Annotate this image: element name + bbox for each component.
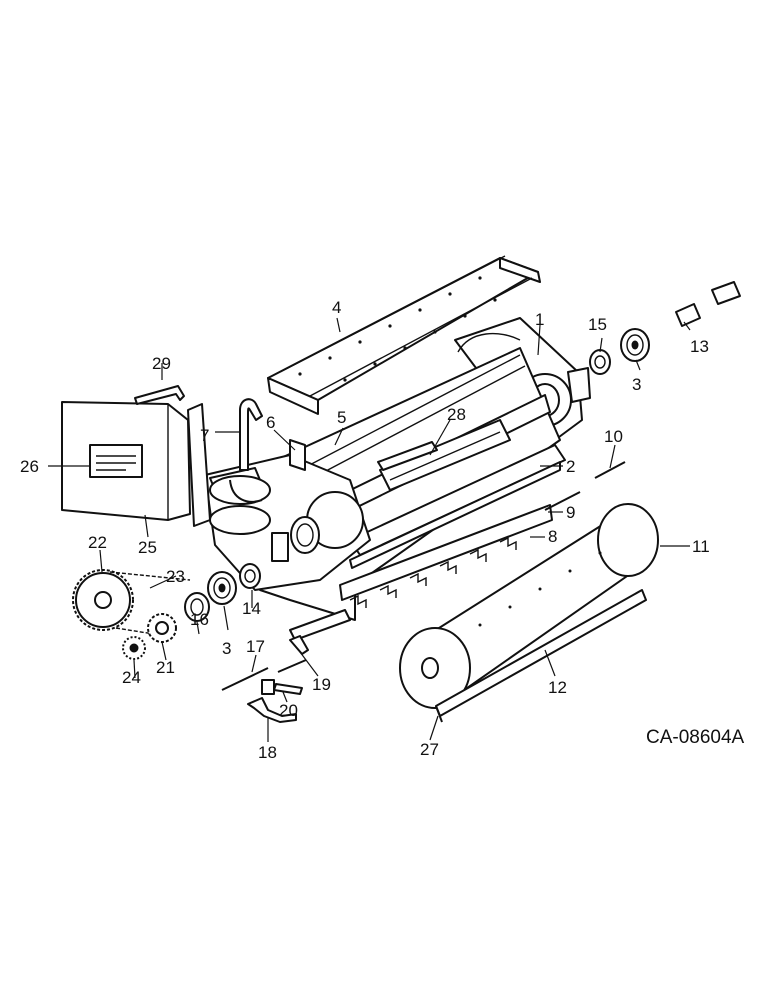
coupler-part — [675, 281, 741, 327]
callout-20: 20 — [279, 701, 298, 720]
bushing-right-part — [589, 349, 611, 375]
leader-lines — [48, 317, 691, 742]
callout-21: 21 — [156, 658, 175, 677]
callout-15: 15 — [588, 315, 607, 334]
bushing-left-part — [239, 563, 261, 589]
bearing-left-part — [207, 571, 237, 605]
large-sprocket-part — [72, 569, 134, 631]
callout-7: 7 — [200, 426, 209, 445]
rod-part-9 — [544, 491, 581, 511]
callout-6: 6 — [266, 413, 275, 432]
callout-8: 8 — [548, 527, 557, 546]
callout-19: 19 — [312, 675, 331, 694]
callout-2: 2 — [566, 457, 575, 476]
hook-pin-part — [134, 385, 185, 405]
left-housing-part — [204, 439, 371, 591]
callout-9: 9 — [566, 503, 575, 522]
callout-16: 16 — [190, 610, 209, 629]
callout-26: 26 — [20, 457, 39, 476]
callout-13: 13 — [690, 337, 709, 356]
drawing-code: CA-08604A — [646, 727, 745, 748]
bent-pin-part — [239, 398, 263, 471]
callout-5: 5 — [337, 408, 346, 427]
lower-strip-part — [289, 504, 553, 641]
angle-bar-part — [349, 444, 566, 569]
shield-box-part — [61, 401, 191, 521]
callout-14: 14 — [242, 599, 261, 618]
callout-23: 23 — [166, 567, 185, 586]
inner-bar-part — [377, 441, 438, 471]
bearing-right-part — [620, 328, 650, 362]
callout-22: 22 — [88, 533, 107, 552]
callout-1: 1 — [535, 310, 544, 329]
callout-4: 4 — [332, 298, 341, 317]
callout-29: 29 — [152, 354, 171, 373]
top-channel-part — [267, 255, 541, 415]
callout-24: 24 — [122, 668, 141, 687]
small-sprocket-part — [147, 613, 177, 643]
collar-part — [184, 592, 210, 622]
callout-12: 12 — [548, 678, 567, 697]
idler-sprocket-part — [122, 636, 146, 660]
callout-3-left: 3 — [222, 639, 231, 658]
callout-labels: 1 2 3 3 4 5 6 7 8 9 10 11 12 13 14 15 16… — [20, 298, 710, 762]
edge-strip-part — [435, 705, 443, 723]
callout-25: 25 — [138, 538, 157, 557]
callout-3-right: 3 — [632, 375, 641, 394]
callout-18: 18 — [258, 743, 277, 762]
rod-part-10 — [594, 461, 626, 479]
callout-27: 27 — [420, 740, 439, 759]
callout-17: 17 — [246, 637, 265, 656]
callout-10: 10 — [604, 427, 623, 446]
callout-11: 11 — [692, 537, 710, 556]
gasket-plate-part — [187, 403, 211, 527]
callout-28: 28 — [447, 405, 466, 424]
small-hardware-part — [221, 635, 309, 723]
drum-part — [399, 503, 659, 709]
